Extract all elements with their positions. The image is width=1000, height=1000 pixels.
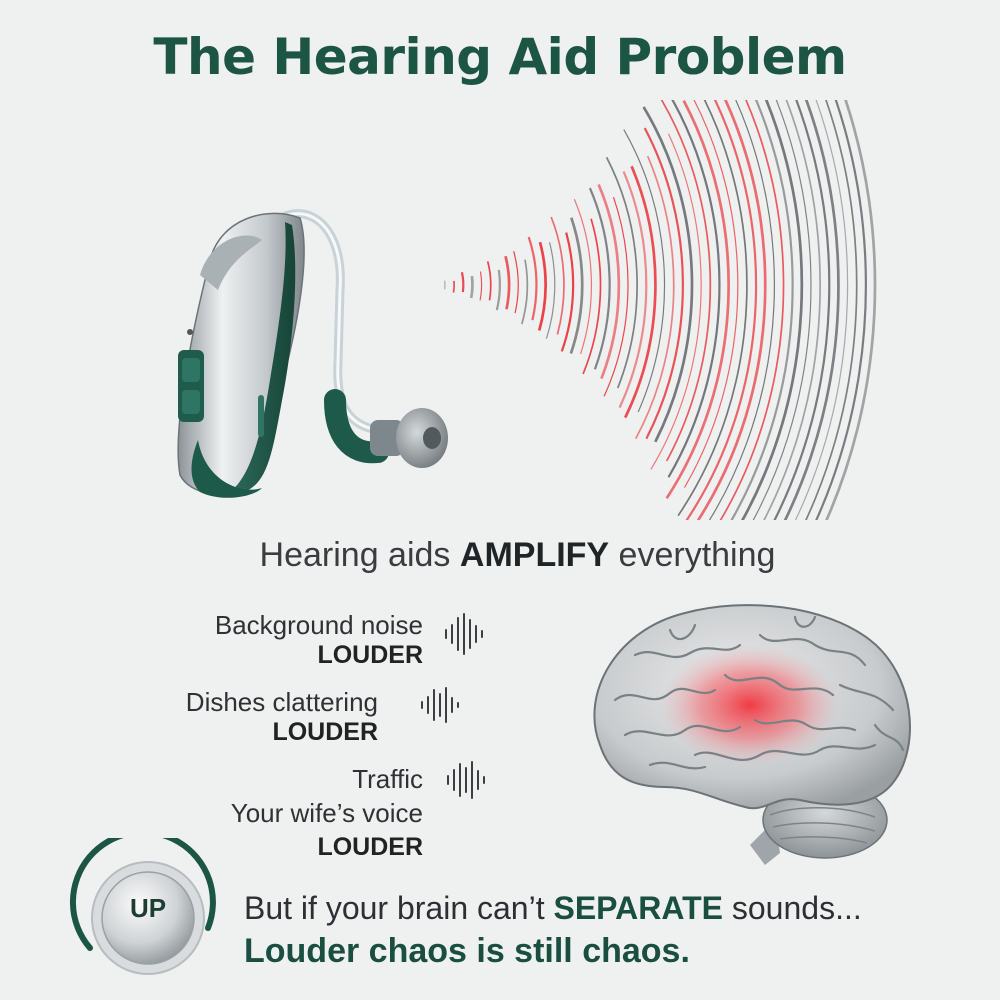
sound-wave-arc (650, 133, 702, 470)
sound-wave-arc (603, 197, 629, 397)
sound-wave-arc (685, 100, 758, 520)
effect-dishes: Dishes clattering LOUDER (186, 687, 378, 747)
page-title: The Hearing Aid Problem (153, 28, 847, 86)
sound-wave-arc (804, 100, 858, 520)
sound-wave-arc (660, 100, 712, 462)
sound-wave-arc (730, 100, 794, 520)
effect-label: Background noise (214, 610, 423, 640)
sound-wave-arc (537, 241, 547, 331)
sound-wave-icon (421, 687, 459, 723)
sound-wave-arc (763, 100, 821, 520)
effect-level: LOUDER (317, 641, 423, 669)
closing-line-2: Louder chaos is still chaos. (244, 932, 690, 970)
sound-wave-arc (527, 236, 538, 321)
sound-wave-arc (569, 217, 584, 354)
sound-wave-arc (773, 100, 831, 520)
effect-traffic-voice: Traffic Your wife’s voice LOUDER (231, 762, 423, 864)
sound-wave-arc (452, 280, 456, 293)
sound-wave-arc (479, 271, 483, 301)
sound-wave-arc (696, 100, 767, 520)
sound-wave-arc (597, 183, 621, 380)
sound-wave-arc (545, 242, 556, 339)
amplify-headline-before: Hearing aids (259, 536, 460, 574)
sound-wave-arc (618, 171, 648, 409)
sound-wave-icon (445, 613, 483, 655)
sound-wave-icon (447, 761, 485, 799)
sound-wave-arc (794, 100, 849, 520)
sound-wave-arc (708, 100, 775, 520)
effect-label: Dishes clattering (185, 687, 378, 717)
sound-wave-arc (504, 255, 511, 310)
sound-wave-arc (605, 156, 638, 389)
sound-wave-arc (825, 100, 877, 520)
closing-line-1-after: sounds... (722, 890, 862, 926)
dial-label: UP (129, 893, 167, 923)
sound-wave-arc (460, 271, 465, 293)
sound-wave-arc (560, 232, 575, 352)
sound-wave-arc (719, 100, 785, 520)
closing-line-1-before: But if your brain can’t (244, 890, 554, 926)
sound-wave-arc (513, 251, 519, 314)
sound-wave-arc (677, 100, 748, 517)
brain-icon (593, 604, 911, 865)
sound-wave-arc (683, 100, 739, 488)
hearing-aid-icon (177, 209, 448, 498)
sound-wave-arc (623, 129, 666, 413)
effect-background-noise: Background noise LOUDER (215, 610, 423, 670)
effect-label: Traffic (352, 764, 423, 794)
amplify-headline: Hearing aids AMPLIFY everything (0, 536, 1000, 575)
amplify-headline-after: everything (609, 536, 776, 574)
sound-wave-arc (634, 155, 675, 440)
sound-wave-arc (667, 100, 721, 478)
effect-level: LOUDER (272, 718, 378, 746)
sound-wave-arc (550, 216, 565, 335)
sound-wave-arc (815, 100, 867, 520)
sound-wave-arc (665, 100, 730, 499)
effect-label-2: Your wife’s voice (230, 798, 423, 828)
sound-wave-arc (469, 275, 474, 299)
sound-wave-arc (752, 100, 812, 520)
sound-wave-arc (588, 187, 611, 370)
sound-wave-arc (783, 100, 840, 520)
sound-wave-arc (740, 100, 804, 520)
sound-wave-icon (444, 100, 877, 520)
sound-wave-arc (495, 269, 501, 311)
sound-wave-arc (582, 218, 602, 375)
closing-line-1: But if your brain can’t SEPARATE sounds.… (244, 890, 862, 927)
volume-dial-icon (69, 838, 216, 975)
sound-wave-arc (573, 198, 593, 355)
amplify-emphasis: AMPLIFY (459, 536, 610, 574)
sound-wave-arc (486, 261, 492, 301)
sound-wave-arc (520, 259, 529, 325)
sound-wave-arc (643, 127, 684, 440)
hero-illustration (177, 100, 877, 520)
sound-wave-arc (642, 106, 694, 443)
effect-level: LOUDER (317, 833, 423, 861)
sound-wave-arc (623, 165, 657, 419)
separate-emphasis: SEPARATE (553, 890, 723, 926)
